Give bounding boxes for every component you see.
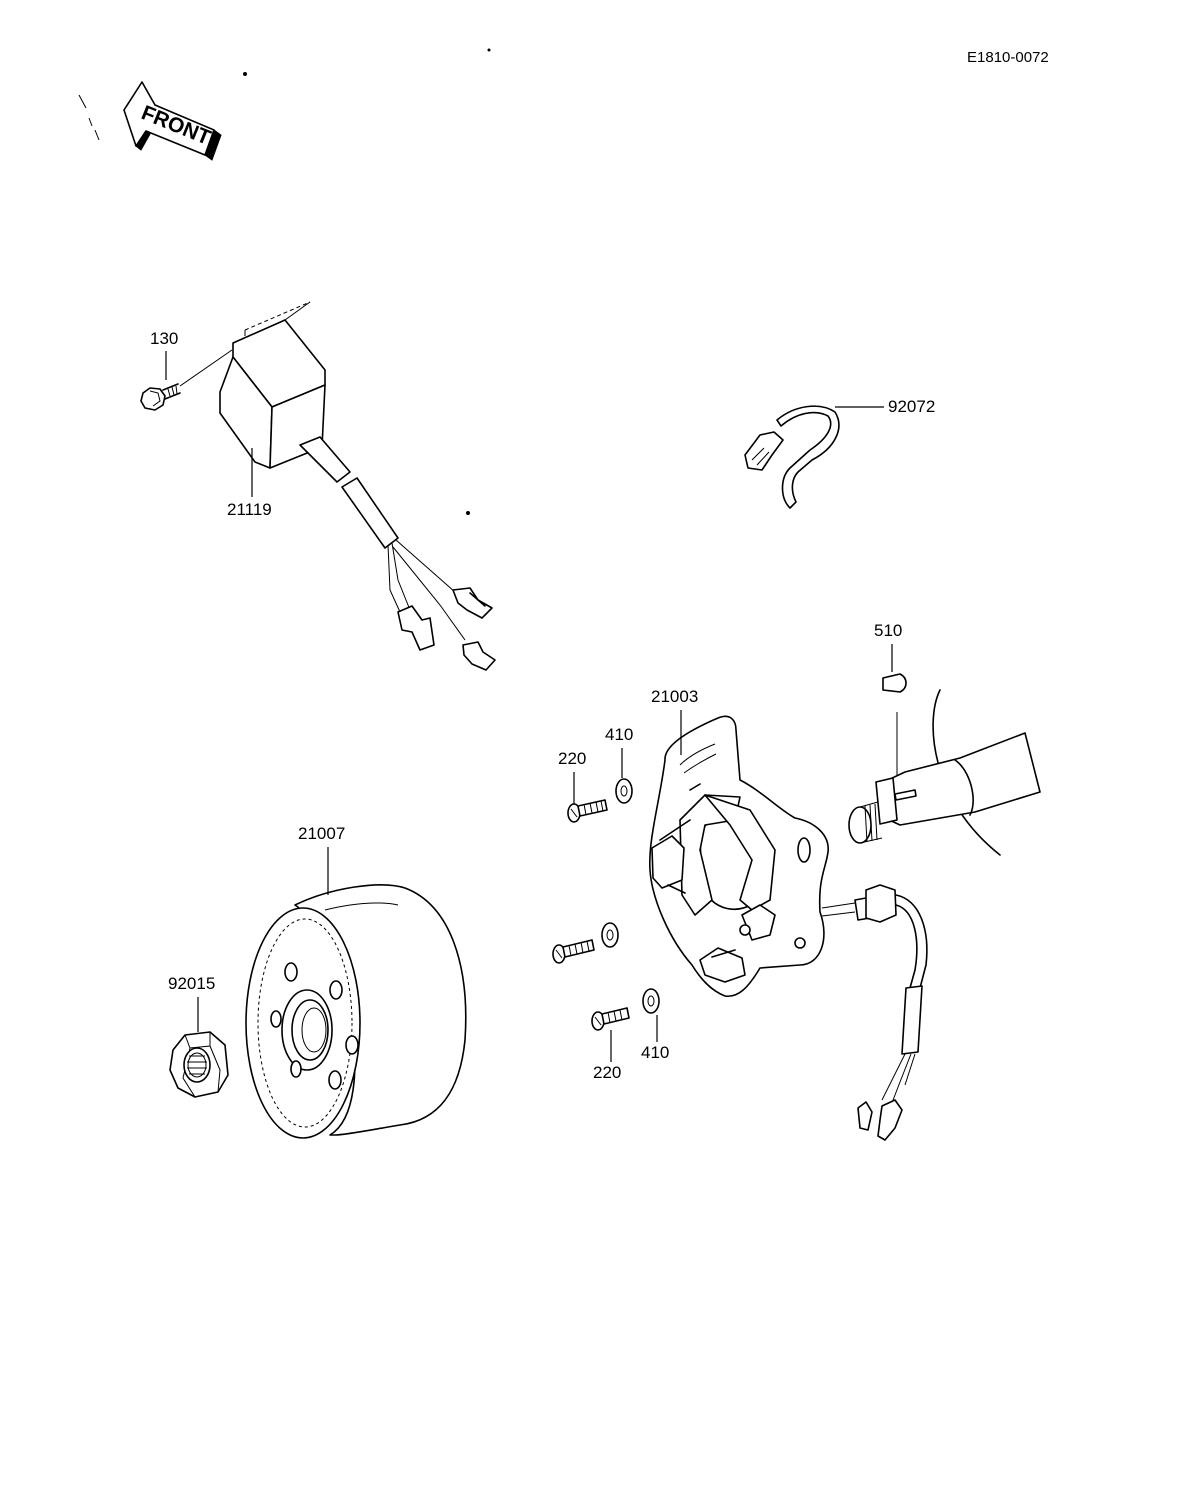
- part-label-21119: 21119: [227, 500, 272, 519]
- part-label-92015: 92015: [168, 974, 215, 993]
- screw-220-lower: [591, 1007, 630, 1031]
- screw-220-upper: [567, 799, 608, 823]
- rotor-21007: [245, 884, 467, 1139]
- front-direction-arrow: FRONT: [123, 81, 222, 161]
- part-label-220-upper: 220: [558, 749, 586, 768]
- part-label-21003: 21003: [651, 687, 698, 706]
- screw-middle: [552, 939, 595, 964]
- band-92072: [744, 405, 840, 509]
- part-label-410-upper: 410: [605, 725, 633, 744]
- key-510: [882, 673, 907, 693]
- part-label-220-lower: 220: [593, 1063, 621, 1082]
- bolt-130: [140, 349, 233, 411]
- washer-410-upper: [615, 778, 633, 804]
- part-label-510: 510: [874, 621, 902, 640]
- part-label-410-lower: 410: [641, 1043, 669, 1062]
- part-label-21007: 21007: [298, 824, 345, 843]
- washer-middle: [601, 922, 619, 948]
- document-code: E1810-0072: [967, 49, 1049, 66]
- washer-410-lower: [642, 988, 660, 1014]
- part-label-92072: 92072: [888, 397, 935, 416]
- crankshaft: [848, 689, 1041, 856]
- scan-specks: [78, 48, 491, 515]
- part-label-130: 130: [150, 329, 178, 348]
- stator-21003: [648, 715, 928, 1141]
- nut-92015: [169, 1031, 229, 1098]
- cdi-unit-21119: [219, 301, 496, 671]
